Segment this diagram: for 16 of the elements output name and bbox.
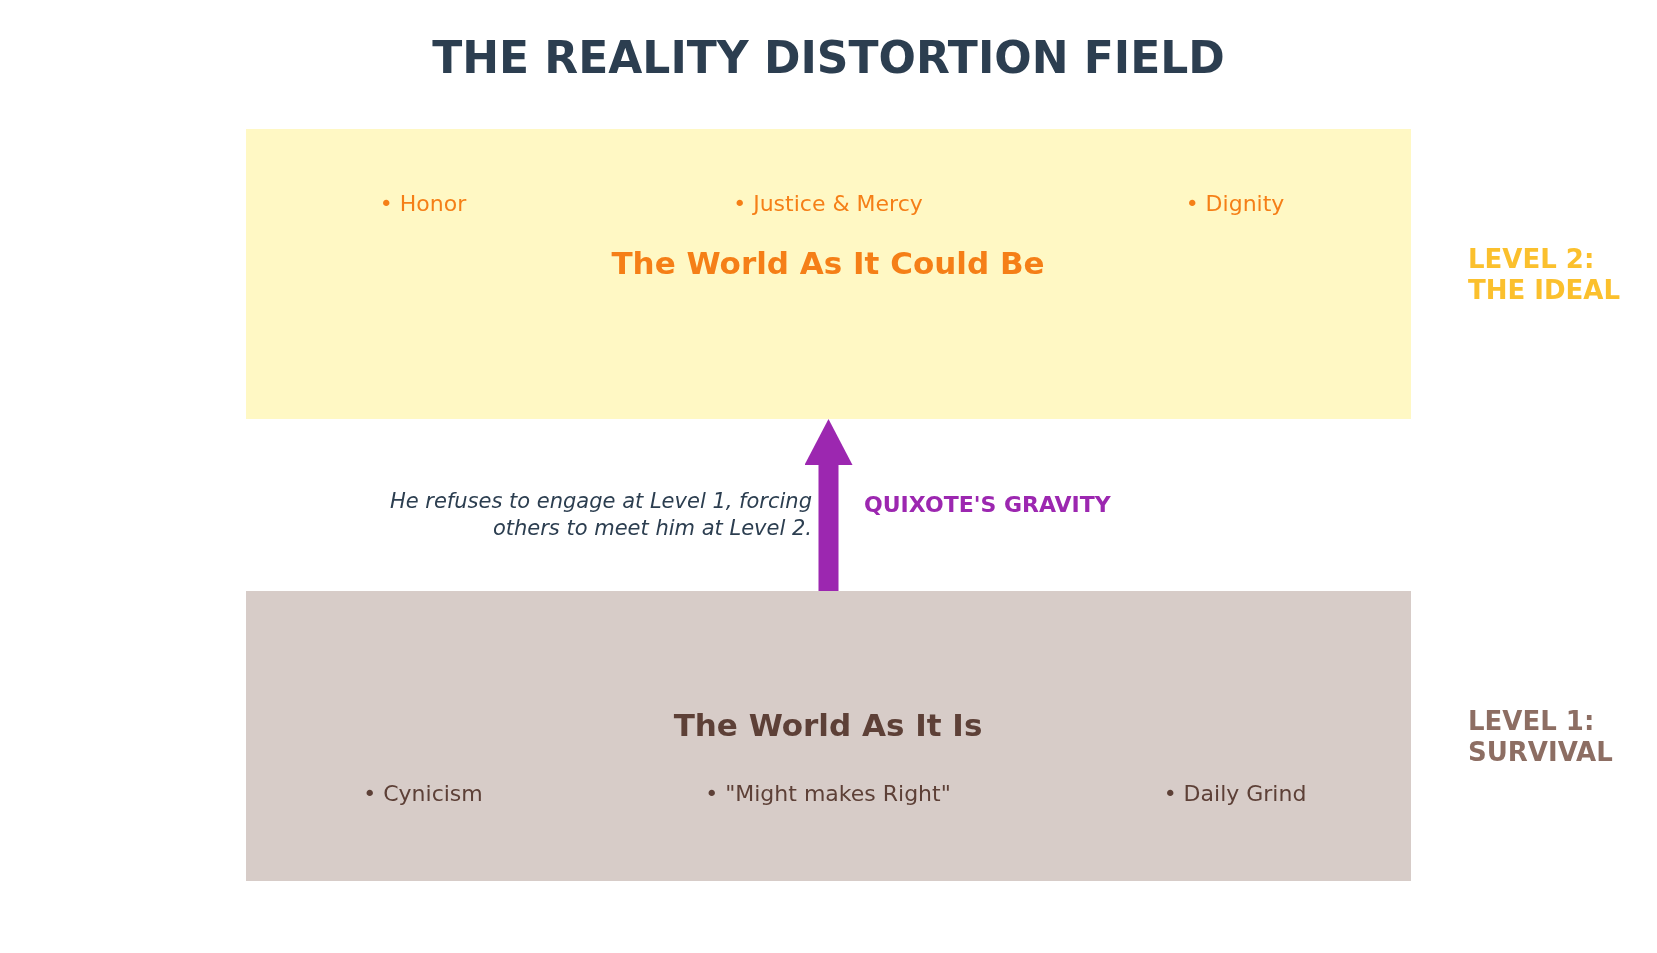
edge-label: QUIXOTE'S GRAVITY (864, 492, 1111, 517)
level-label: LEVEL 1: SURVIVAL (1468, 706, 1614, 769)
bullet-item: • Honor (379, 191, 467, 216)
bullet-item: • Dignity (1185, 191, 1285, 216)
band-heading: The World As It Is (673, 707, 983, 743)
level-band (246, 591, 1411, 881)
arrow (804, 419, 853, 591)
bullet-item: • Cynicism (363, 781, 483, 806)
bullet-item: • Daily Grind (1163, 781, 1307, 806)
band-heading: The World As It Could Be (611, 245, 1045, 281)
level-label: LEVEL 2: THE IDEAL (1468, 244, 1621, 307)
level-band (246, 129, 1411, 419)
title: THE REALITY DISTORTION FIELD (431, 32, 1226, 83)
bullet-item: • "Might makes Right" (705, 781, 951, 806)
bullet-item: • Justice & Mercy (733, 191, 923, 216)
note-text: He refuses to engage at Level 1, forcing others to meet him at Level 2. (388, 488, 812, 543)
